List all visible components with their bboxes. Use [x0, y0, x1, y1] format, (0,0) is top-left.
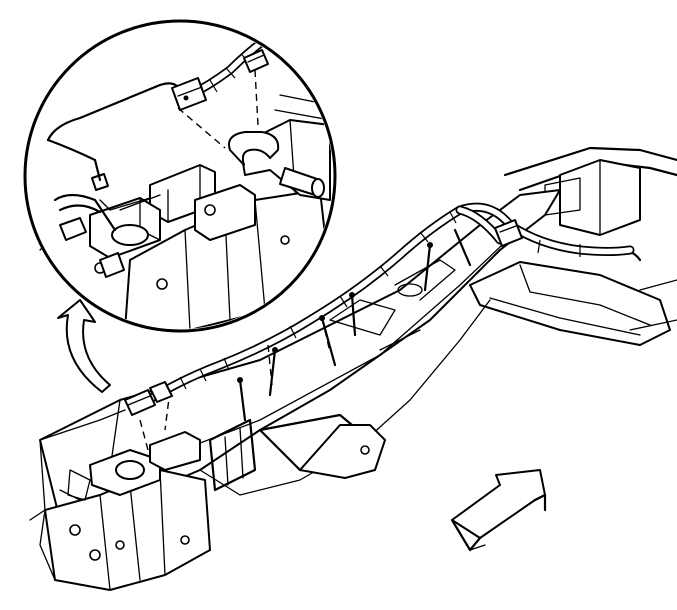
circular-detail-view: [23, 19, 337, 333]
curved-pointer-arrow: [57, 299, 111, 393]
mounting-bracket: [29, 431, 211, 591]
electrical-connectors: [39, 219, 523, 451]
wiring-harness: [135, 202, 635, 410]
front-direction-arrow: [450, 469, 547, 552]
rail-edge-line: [39, 409, 126, 441]
